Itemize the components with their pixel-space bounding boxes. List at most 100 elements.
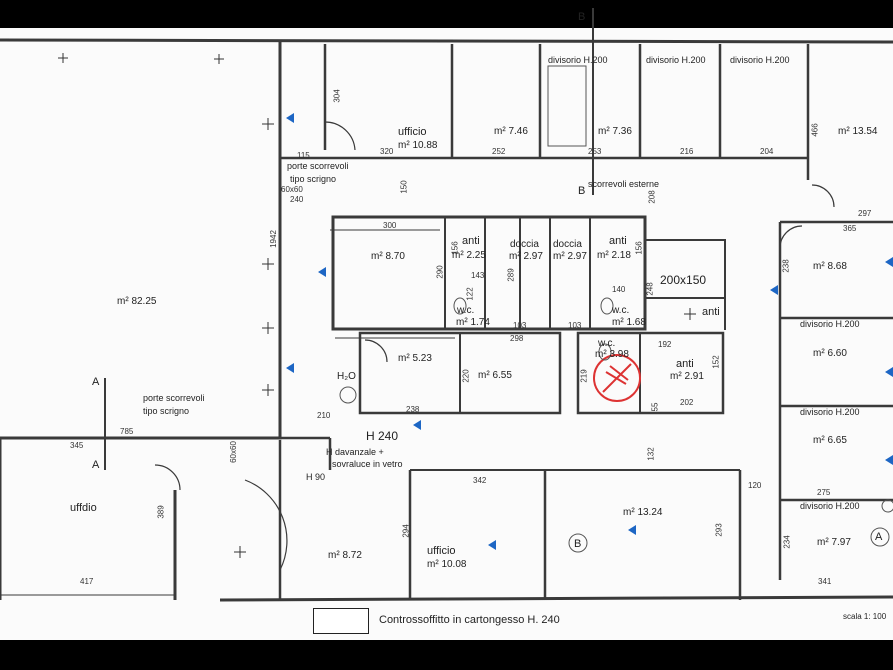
area-doccia-2: m² 2.97 xyxy=(553,251,587,262)
room-anti-1: anti xyxy=(462,235,480,247)
room-doccia-2: doccia xyxy=(553,239,582,250)
dim-365: 365 xyxy=(843,224,857,233)
dim-785: 785 xyxy=(120,427,134,436)
dim-192: 192 xyxy=(658,340,672,349)
room-ufficio-top: ufficio xyxy=(398,126,427,138)
note-divisorio-2: divisorio H.200 xyxy=(646,55,706,65)
dim-150: 150 xyxy=(399,180,409,194)
dim-216: 216 xyxy=(680,147,694,156)
dim-132: 132 xyxy=(646,447,656,461)
dim-103-a: 103 xyxy=(513,321,527,330)
note-divisorio-4: divisorio H.200 xyxy=(800,319,860,329)
note-h90: H 90 xyxy=(306,472,326,482)
area-1324: m² 13.24 xyxy=(623,507,663,518)
section-b-top: B xyxy=(578,11,586,23)
legend-label: Controssoffitto in cartongesso H. 240 xyxy=(379,614,560,626)
note-tipo-scrigno-2: tipo scrigno xyxy=(143,406,190,416)
note-divisorio-1: divisorio H.200 xyxy=(548,55,608,65)
room-doccia-1: doccia xyxy=(510,239,539,250)
dim-115: 115 xyxy=(297,151,310,160)
room-box-200x150: 200x150 xyxy=(660,273,707,287)
dim-342: 342 xyxy=(473,476,487,485)
room-ufficio-bottom: ufficio xyxy=(427,545,456,557)
legend-swatch xyxy=(313,608,369,634)
room-h2o: H₂O xyxy=(337,371,356,382)
room-wc-1: w.c. xyxy=(457,305,475,316)
dim-300: 300 xyxy=(383,221,397,230)
dim-289: 289 xyxy=(506,268,516,282)
section-a-top: A xyxy=(92,376,100,388)
area-wc-398: m² 3.98 xyxy=(595,349,629,360)
dim-103-b: 103 xyxy=(568,321,582,330)
dim-252: 252 xyxy=(492,147,506,156)
note-sovraluce: sovraluce in vetro xyxy=(332,459,403,469)
dim-417: 417 xyxy=(80,577,94,586)
area-872: m² 8.72 xyxy=(328,550,362,561)
area-655: m² 6.55 xyxy=(478,370,512,381)
area-870: m² 8.70 xyxy=(371,251,405,262)
dim-156-b: 156 xyxy=(634,241,644,255)
area-wc-168: m² 1.68 xyxy=(612,317,646,328)
area-797: m² 7.97 xyxy=(817,537,851,548)
dim-60x60-a: 60x60 xyxy=(281,185,303,194)
dim-202: 202 xyxy=(680,398,694,407)
dim-143: 143 xyxy=(471,271,485,280)
fire-extinguisher-icon xyxy=(593,354,641,402)
dim-320: 320 xyxy=(380,147,394,156)
dim-294: 294 xyxy=(401,524,411,538)
dim-1942: 1942 xyxy=(268,230,278,248)
section-a-bottom: A xyxy=(92,459,100,471)
dim-240: 240 xyxy=(290,195,304,204)
area-523: m² 5.23 xyxy=(398,353,432,364)
dim-297: 297 xyxy=(858,209,872,218)
note-porte-scorrevoli-2: porte scorrevoli xyxy=(143,393,205,403)
room-anti-2: anti xyxy=(609,235,627,247)
area-1354: m² 13.54 xyxy=(838,126,878,137)
dim-298: 298 xyxy=(510,334,524,343)
note-divisorio-6: divisorio H.200 xyxy=(800,501,860,511)
room-wc-3: w.c. xyxy=(598,338,616,349)
room-anti-4: anti xyxy=(676,358,694,370)
area-ufficio-bottom: m² 10.08 xyxy=(427,559,467,570)
note-divisorio-3: divisorio H.200 xyxy=(730,55,790,65)
dim-55: 55 xyxy=(650,402,660,412)
note-tipo-scrigno-1: tipo scrigno xyxy=(290,174,337,184)
area-660: m² 6.60 xyxy=(813,348,847,359)
note-h-davanzale: H davanzale + xyxy=(326,447,384,457)
dim-389: 389 xyxy=(156,505,166,519)
note-scorrevoli-esterne: scorrevoli esterne xyxy=(588,179,660,189)
dim-140: 140 xyxy=(612,285,626,294)
dim-156-a: 156 xyxy=(450,241,460,255)
room-anti-3: anti xyxy=(702,306,720,318)
room-ufficio-lower-left: uffdio xyxy=(70,502,97,514)
area-anti-225: m² 2.25 xyxy=(452,250,486,261)
marker-b: B xyxy=(574,538,582,550)
dim-466: 466 xyxy=(810,123,820,137)
area-main-large: m² 82.25 xyxy=(117,296,157,307)
dim-275: 275 xyxy=(817,488,831,497)
dim-208: 208 xyxy=(647,190,657,204)
dim-234: 234 xyxy=(782,535,792,549)
dim-304: 304 xyxy=(332,89,342,103)
area-746: m² 7.46 xyxy=(494,126,528,137)
dim-204: 204 xyxy=(760,147,774,156)
area-665: m² 6.65 xyxy=(813,435,847,446)
area-736: m² 7.36 xyxy=(598,126,632,137)
note-porte-scorrevoli-1: porte scorrevoli xyxy=(287,161,349,171)
dim-238-b: 238 xyxy=(406,405,420,414)
area-anti-218: m² 2.18 xyxy=(597,250,631,261)
section-b-bottom: B xyxy=(578,185,586,197)
dim-60x60-b: 60x60 xyxy=(228,441,238,463)
area-doccia-1: m² 2.97 xyxy=(509,251,543,262)
dim-120: 120 xyxy=(748,481,762,490)
dim-220: 220 xyxy=(461,369,471,383)
note-h240: H 240 xyxy=(366,429,399,443)
area-anti-291: m² 2.91 xyxy=(670,371,704,382)
area-ufficio-top: m² 10.88 xyxy=(398,140,438,151)
dim-238-a: 238 xyxy=(781,259,791,273)
dim-290: 290 xyxy=(435,265,445,279)
dim-152: 152 xyxy=(711,355,721,369)
dim-122: 122 xyxy=(465,287,475,301)
